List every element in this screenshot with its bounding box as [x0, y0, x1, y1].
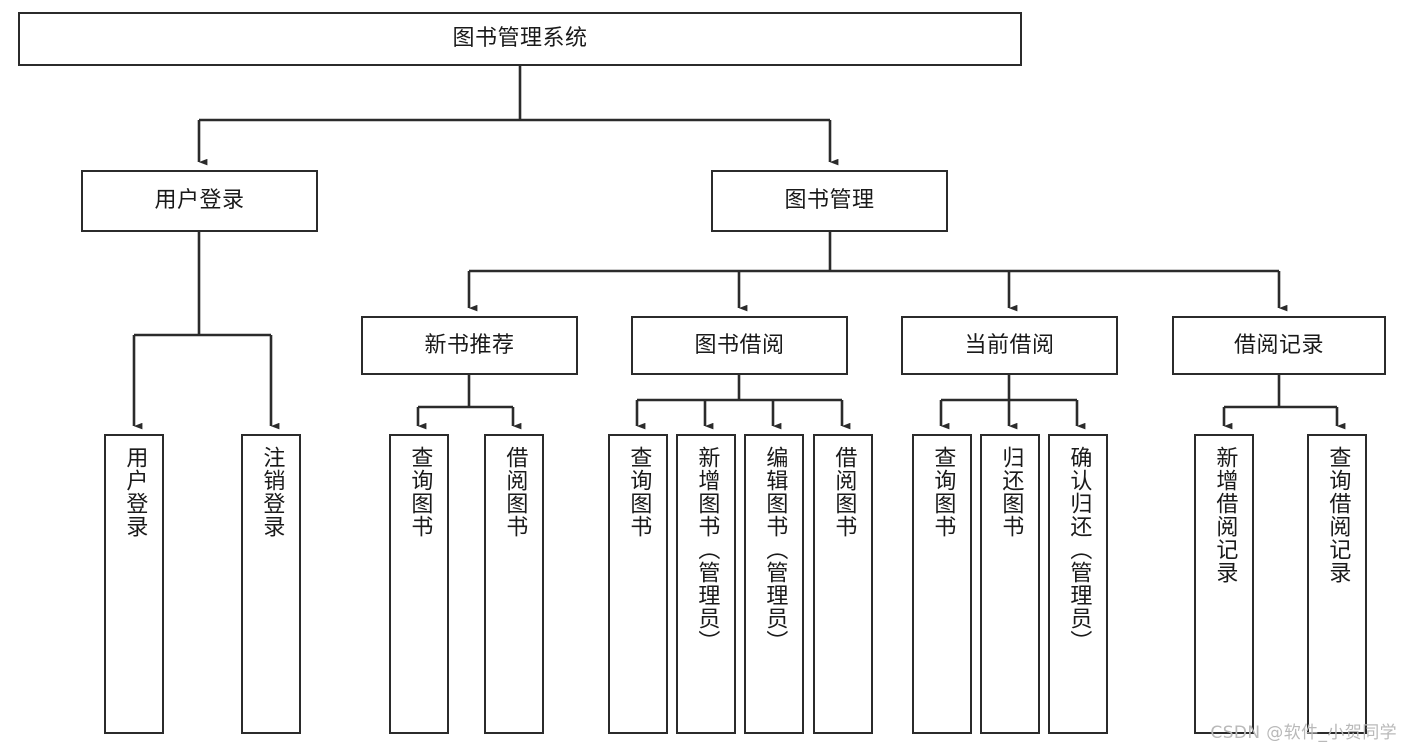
node-leaf-query-book-b-label: 查询图书: [626, 446, 652, 538]
node-leaf-user-login-label: 用户登录: [122, 446, 148, 538]
node-book-borrow[interactable]: 图书借阅: [631, 316, 848, 375]
node-leaf-logout[interactable]: 注销登录: [241, 434, 301, 734]
node-leaf-query-book-c[interactable]: 查询图书: [912, 434, 972, 734]
node-current-borrow-label: 当前借阅: [964, 332, 1055, 358]
node-new-book-recommend-label: 新书推荐: [424, 332, 515, 358]
node-leaf-add-book[interactable]: 新增图书（管理员）: [676, 434, 736, 734]
node-root-system-label: 图书管理系统: [452, 26, 588, 52]
node-leaf-query-book-c-label: 查询图书: [930, 446, 956, 538]
node-leaf-user-login[interactable]: 用户登录: [104, 434, 164, 734]
node-leaf-edit-book[interactable]: 编辑图书（管理员）: [744, 434, 804, 734]
node-book-borrow-label: 图书借阅: [694, 332, 785, 358]
node-leaf-query-book-a[interactable]: 查询图书: [389, 434, 449, 734]
node-leaf-add-record[interactable]: 新增借阅记录: [1194, 434, 1254, 734]
node-leaf-borrow-book-b-label: 借阅图书: [831, 446, 857, 538]
node-user-login[interactable]: 用户登录: [81, 170, 318, 232]
node-leaf-query-book-a-label: 查询图书: [407, 446, 433, 538]
csdn-watermark: CSDN @软件_小贺同学: [1210, 723, 1397, 743]
node-leaf-borrow-book-a-label: 借阅图书: [502, 446, 528, 538]
node-root-system[interactable]: 图书管理系统: [18, 12, 1022, 66]
node-current-borrow[interactable]: 当前借阅: [901, 316, 1118, 375]
node-leaf-logout-label: 注销登录: [259, 446, 285, 538]
node-leaf-query-record[interactable]: 查询借阅记录: [1307, 434, 1367, 734]
node-book-manage-label: 图书管理: [784, 188, 875, 214]
node-leaf-edit-book-label: 编辑图书（管理员）: [762, 446, 788, 653]
node-leaf-borrow-book-b[interactable]: 借阅图书: [813, 434, 873, 734]
node-leaf-query-book-b[interactable]: 查询图书: [608, 434, 668, 734]
node-leaf-confirm-return[interactable]: 确认归还（管理员）: [1048, 434, 1108, 734]
node-leaf-confirm-return-label: 确认归还（管理员）: [1066, 446, 1092, 653]
node-leaf-borrow-book-a[interactable]: 借阅图书: [484, 434, 544, 734]
node-leaf-return-book[interactable]: 归还图书: [980, 434, 1040, 734]
node-leaf-query-record-label: 查询借阅记录: [1325, 446, 1351, 584]
node-leaf-return-book-label: 归还图书: [998, 446, 1024, 538]
node-leaf-add-book-label: 新增图书（管理员）: [694, 446, 720, 653]
node-borrow-record[interactable]: 借阅记录: [1172, 316, 1386, 375]
node-user-login-label: 用户登录: [154, 188, 245, 214]
node-book-manage[interactable]: 图书管理: [711, 170, 948, 232]
node-borrow-record-label: 借阅记录: [1233, 332, 1324, 358]
node-leaf-add-record-label: 新增借阅记录: [1212, 446, 1238, 584]
node-new-book-recommend[interactable]: 新书推荐: [361, 316, 578, 375]
